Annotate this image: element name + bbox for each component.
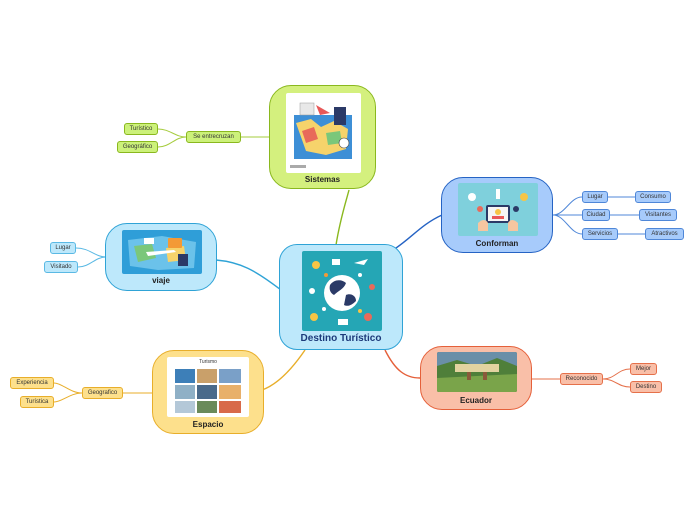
node-sistemas[interactable]: Sistemas xyxy=(269,85,376,189)
ecuador-sub[interactable]: Reconocido xyxy=(560,373,603,385)
central-label: Destino Turístico xyxy=(280,333,402,344)
viaje-leaf-lugar[interactable]: Lugar xyxy=(50,242,76,254)
link-sistemas xyxy=(336,190,349,245)
espacio-leaf-turistica[interactable]: Turística xyxy=(20,396,54,408)
node-espacio[interactable]: Turismo Espacio xyxy=(152,350,264,434)
conforman-item-ciudad[interactable]: Ciudad xyxy=(582,209,610,221)
conforman-image xyxy=(458,183,538,236)
conforman-label: Conforman xyxy=(442,239,552,248)
sistemas-sub[interactable]: Se entrecruzan xyxy=(186,131,241,143)
espacio-leaf-experiencia[interactable]: Experiencia xyxy=(10,377,54,389)
espacio-image: Turismo xyxy=(167,357,249,417)
link-conforman xyxy=(390,215,442,252)
ecuador-leaf-destino[interactable]: Destino xyxy=(630,381,662,393)
conforman-child-atractivos[interactable]: Atractivos xyxy=(645,228,684,240)
ecuador-leaf-mejor[interactable]: Mejor xyxy=(630,363,657,375)
espacio-sub[interactable]: Geografico xyxy=(82,387,123,399)
sistemas-leaf-turistico[interactable]: Turístico xyxy=(124,123,158,135)
node-destino-turistico[interactable]: Destino Turístico xyxy=(279,244,403,350)
node-viaje[interactable]: viaje xyxy=(105,223,217,291)
node-conforman[interactable]: Conforman xyxy=(441,177,553,253)
link-viaje xyxy=(216,260,281,290)
conforman-child-consumo[interactable]: Consumo xyxy=(635,191,671,203)
sistemas-label: Sistemas xyxy=(270,175,375,184)
link-espacio xyxy=(262,350,305,390)
central-image xyxy=(302,251,382,331)
sistemas-image xyxy=(286,93,361,173)
link-ecuador xyxy=(385,350,420,378)
conforman-item-servicios[interactable]: Servicios xyxy=(582,228,618,240)
viaje-image xyxy=(122,230,202,274)
viaje-label: viaje xyxy=(106,276,216,285)
conforman-item-lugar[interactable]: Lugar xyxy=(582,191,608,203)
ecuador-image xyxy=(437,352,517,392)
espacio-label: Espacio xyxy=(153,420,263,429)
conforman-child-visitantes[interactable]: Visitantes xyxy=(639,209,677,221)
node-ecuador[interactable]: Ecuador xyxy=(420,346,532,410)
viaje-leaf-visitado[interactable]: Visitado xyxy=(44,261,78,273)
sistemas-leaf-geografico[interactable]: Geográfico xyxy=(117,141,158,153)
ecuador-label: Ecuador xyxy=(421,396,531,405)
